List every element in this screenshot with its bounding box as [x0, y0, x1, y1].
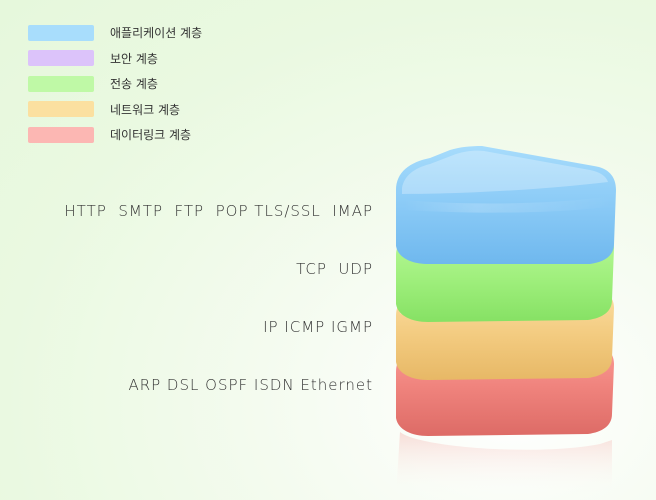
protocols-transport: TCP UDP: [296, 260, 373, 278]
legend-swatch-network: [28, 101, 94, 118]
legend-swatch-application: [28, 24, 94, 41]
legend-item-network: 네트워크 계층: [28, 97, 202, 123]
legend-item-security: 보안 계층: [28, 46, 202, 72]
legend-item-transport: 전송 계층: [28, 71, 202, 97]
legend-label-application: 애플리케이션 계층: [110, 26, 203, 41]
stack-reflection: [396, 432, 612, 496]
legend-item-application: 애플리케이션 계층: [28, 20, 202, 46]
protocols-datalink: ARP DSL OSPF ISDN Ethernet: [128, 376, 373, 394]
protocols-application: HTTP SMTP FTP POP TLS/SSL IMAP: [64, 202, 373, 220]
legend-swatch-transport: [28, 75, 94, 92]
legend-swatch-datalink: [28, 126, 94, 143]
legend-label-network: 네트워크 계층: [110, 102, 181, 117]
legend-label-transport: 전송 계층: [110, 77, 158, 92]
legend-swatch-security: [28, 50, 94, 67]
protocols-network: IP ICMP IGMP: [263, 318, 373, 336]
legend-label-datalink: 데이터링크 계층: [110, 128, 192, 143]
block-application: [396, 146, 616, 264]
legend-label-security: 보안 계층: [110, 51, 158, 66]
legend-item-datalink: 데이터링크 계층: [28, 122, 202, 148]
legend: 애플리케이션 계층 보안 계층 전송 계층 네트워크 계층 데이터링크 계층: [28, 20, 202, 148]
